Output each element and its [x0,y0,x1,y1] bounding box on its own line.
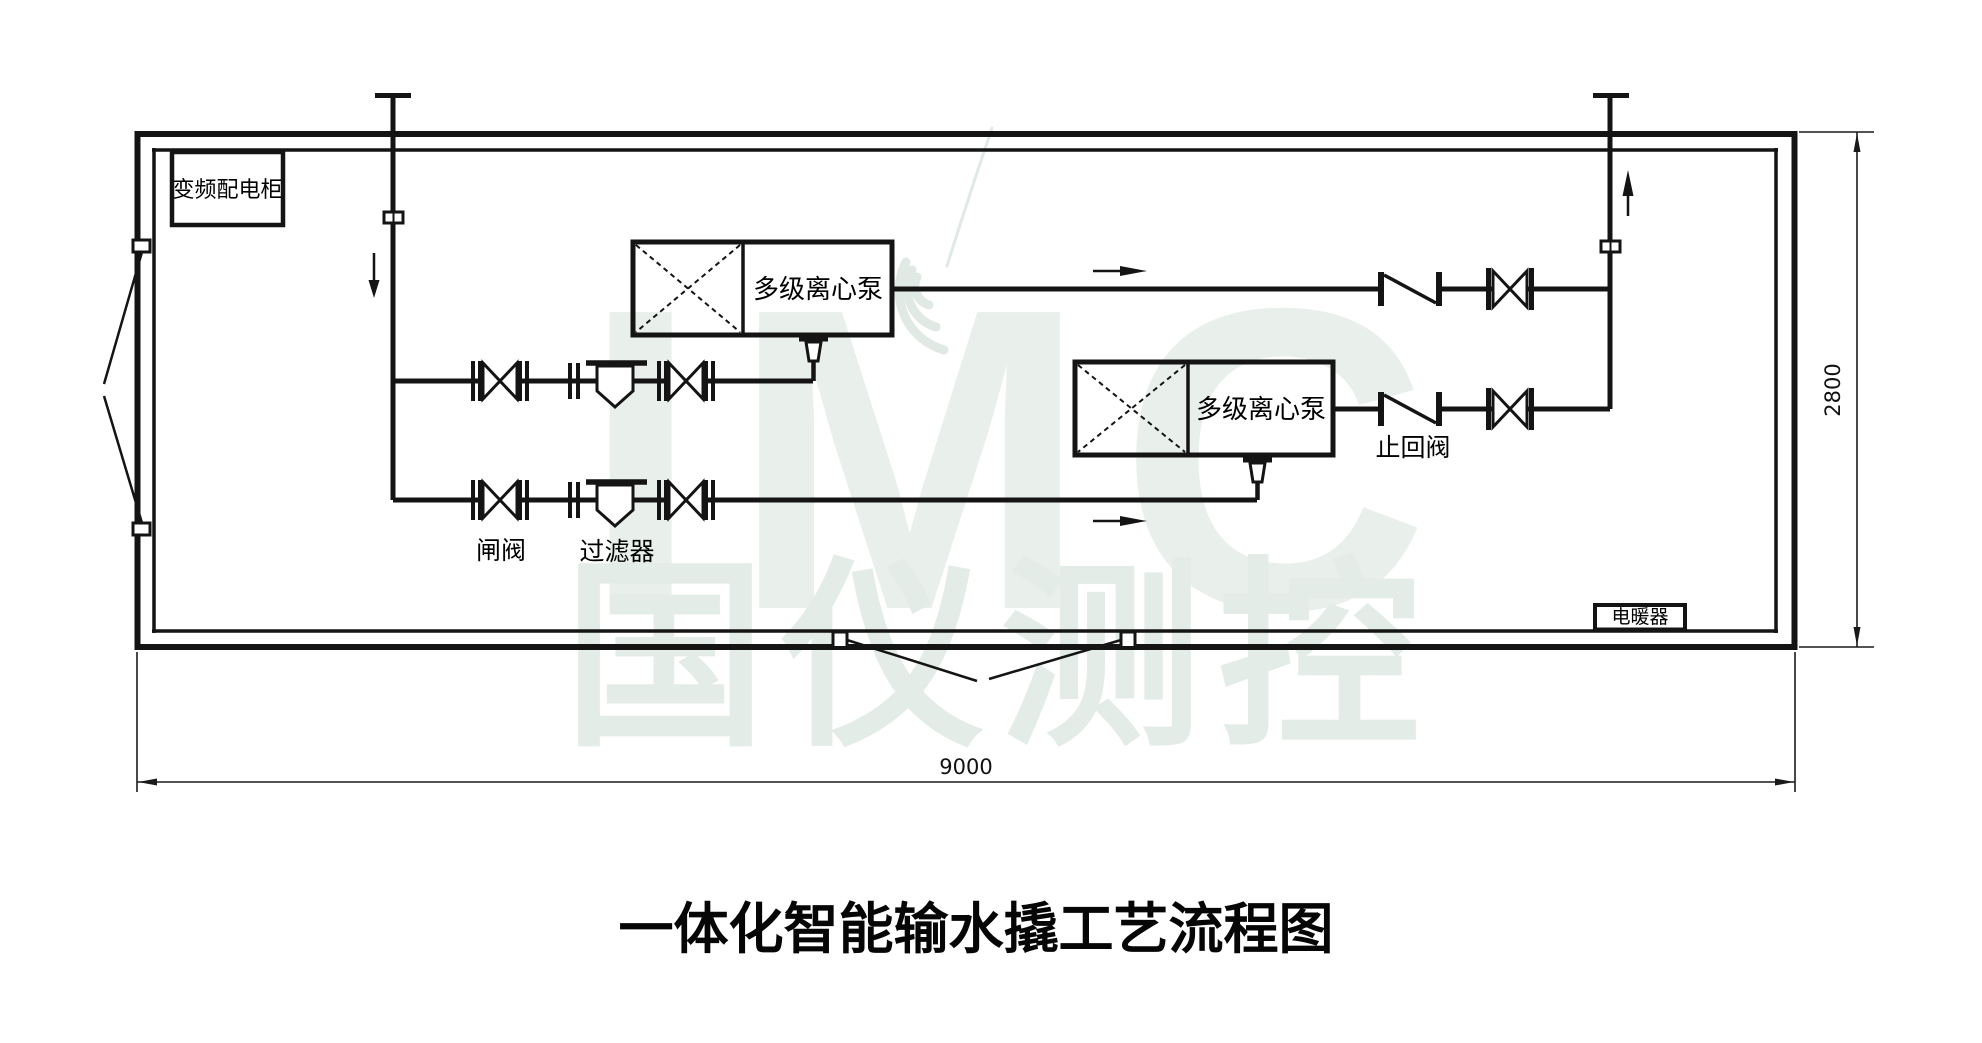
butterfly-valve-1 [1486,267,1534,311]
flow-arrow-down-icon [368,253,380,298]
gate-valve-2b [657,478,715,522]
strainer-2 [568,479,647,529]
dimension-height: 2800 [1799,131,1874,648]
suction-line-2: 闸阀 过滤器 [393,478,1257,566]
door-leaf-line-left [846,638,978,683]
watermark-cn-text: 国仪测控 [564,544,1436,770]
flow-arrow-right-icon [1093,266,1147,276]
door-hinge-bottom [131,521,152,537]
check-valve-label: 止回阀 [1375,434,1450,462]
door-hinge-left [831,630,849,649]
dim-arrow-left [138,778,157,786]
dim-arrow-down [1853,627,1861,646]
door-leaf-line-right [988,638,1122,681]
left-door [102,238,152,537]
dim-width-value: 9000 [939,755,992,779]
pump-2-suction-fitting [1243,457,1272,500]
outlet-riser [1593,93,1634,409]
pump-2: 多级离心泵 [1072,359,1336,500]
flow-arrow-right-icon [1093,516,1147,526]
inlet-pipe [368,93,411,500]
door-leaf-line-top [102,251,144,385]
vfd-cabinet-label: 变频配电柜 [172,177,282,202]
strainer-label: 过滤器 [579,538,654,566]
dim-arrow-up [1853,133,1861,152]
gate-valve-2a [471,478,529,522]
pump-2-motor-cross [1077,364,1186,453]
door-leaf-line-bottom [102,395,144,524]
bottom-door [831,630,1137,683]
heater-label: 电暖器 [1611,606,1668,628]
pump-1: 多级离心泵 [630,239,895,381]
pump-2-motor-cross [1077,364,1186,453]
pump-1-label: 多级离心泵 [753,274,883,304]
check-valve-1 [1378,272,1442,306]
pump-1-motor-cross [635,244,741,333]
vfd-cabinet-box [169,149,286,228]
gate-valve-1a [471,359,529,403]
electric-heater: 电暖器 [1593,603,1687,632]
strainer-1 [568,360,647,410]
suction-line-1 [393,359,813,410]
gate-valve-label: 闸阀 [476,537,526,565]
dim-height-value: 2800 [1821,363,1845,416]
gate-valve-1b [657,359,715,403]
pump-1-suction-fitting [799,336,828,381]
butterfly-valve-2 [1486,387,1534,431]
drawing-title: 一体化智能输水撬工艺流程图 [618,898,1333,960]
discharge-line-1 [892,266,1610,311]
check-valve-2 [1378,392,1442,426]
dimension-width: 9000 [136,652,1796,792]
flange-coupling [382,210,405,225]
heater-box [1593,603,1687,632]
flow-arrow-up-icon [1622,170,1634,216]
door-hinge-top [131,238,152,254]
watermark-swirl-icon [894,126,994,355]
dim-arrow-right [1775,778,1794,786]
watermark-latin-text: IMC [581,220,1459,700]
vfd-cabinet: 变频配电柜 [169,149,286,228]
discharge-line-2: 止回阀 [1333,387,1610,462]
watermark: IMC 国仪测控 [564,126,1459,770]
pump-2-label: 多级离心泵 [1196,394,1326,424]
door-hinge-right [1119,630,1137,649]
container-shell [134,131,1798,650]
flange-coupling [1599,239,1622,254]
